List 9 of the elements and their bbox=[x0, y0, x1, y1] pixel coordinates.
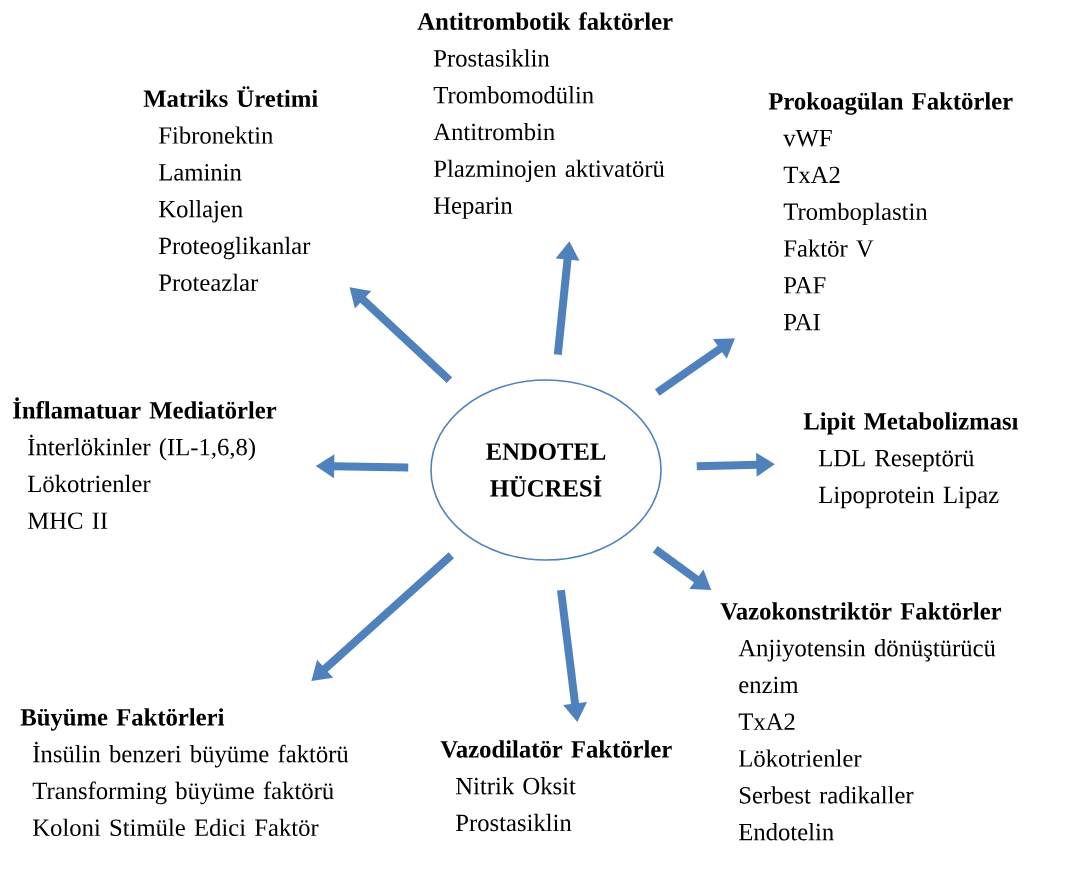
text-group: Büyüme Faktörleri İnsülin benzeri büyüme faktörü Transforming büyüme faktörü Koloni Stimüle Edici Faktör bbox=[20, 708, 349, 837]
text-group: Lipit Metabolizması LDL Reseptörü Lipoprotein Lipaz bbox=[803, 412, 1019, 509]
ellipse-node: ENDOTEL HÜCRESİ bbox=[430, 379, 662, 561]
text-group: Prokoagülan Faktörler vWF TxA2 Tromboplastin Faktör V PAF PAI bbox=[768, 92, 1013, 331]
text-group: İnflamatuar Mediatörler İnterlökinler (IL-1,6,8) Lökotrienler MHC II bbox=[13, 397, 277, 530]
text-group: Matriks Üretimi Fibronektin Laminin Kollajen Proteoglikanlar Proteazlar bbox=[143, 86, 318, 292]
text-group: Antitrombotik faktörler Prostasiklin Trombomodülin Antitrombin Plazminojen aktivatörü Heparin bbox=[417, 12, 673, 219]
text-group: Vazokonstriktör Faktörler Anjiyotensin dönüştürücü enzim TxA2 Lökotrienler Serbest radikaller Endotelin bbox=[720, 602, 1002, 841]
text-group: Vazodilatör Faktörler Nitrik Oksit Prostasiklin bbox=[440, 740, 672, 832]
